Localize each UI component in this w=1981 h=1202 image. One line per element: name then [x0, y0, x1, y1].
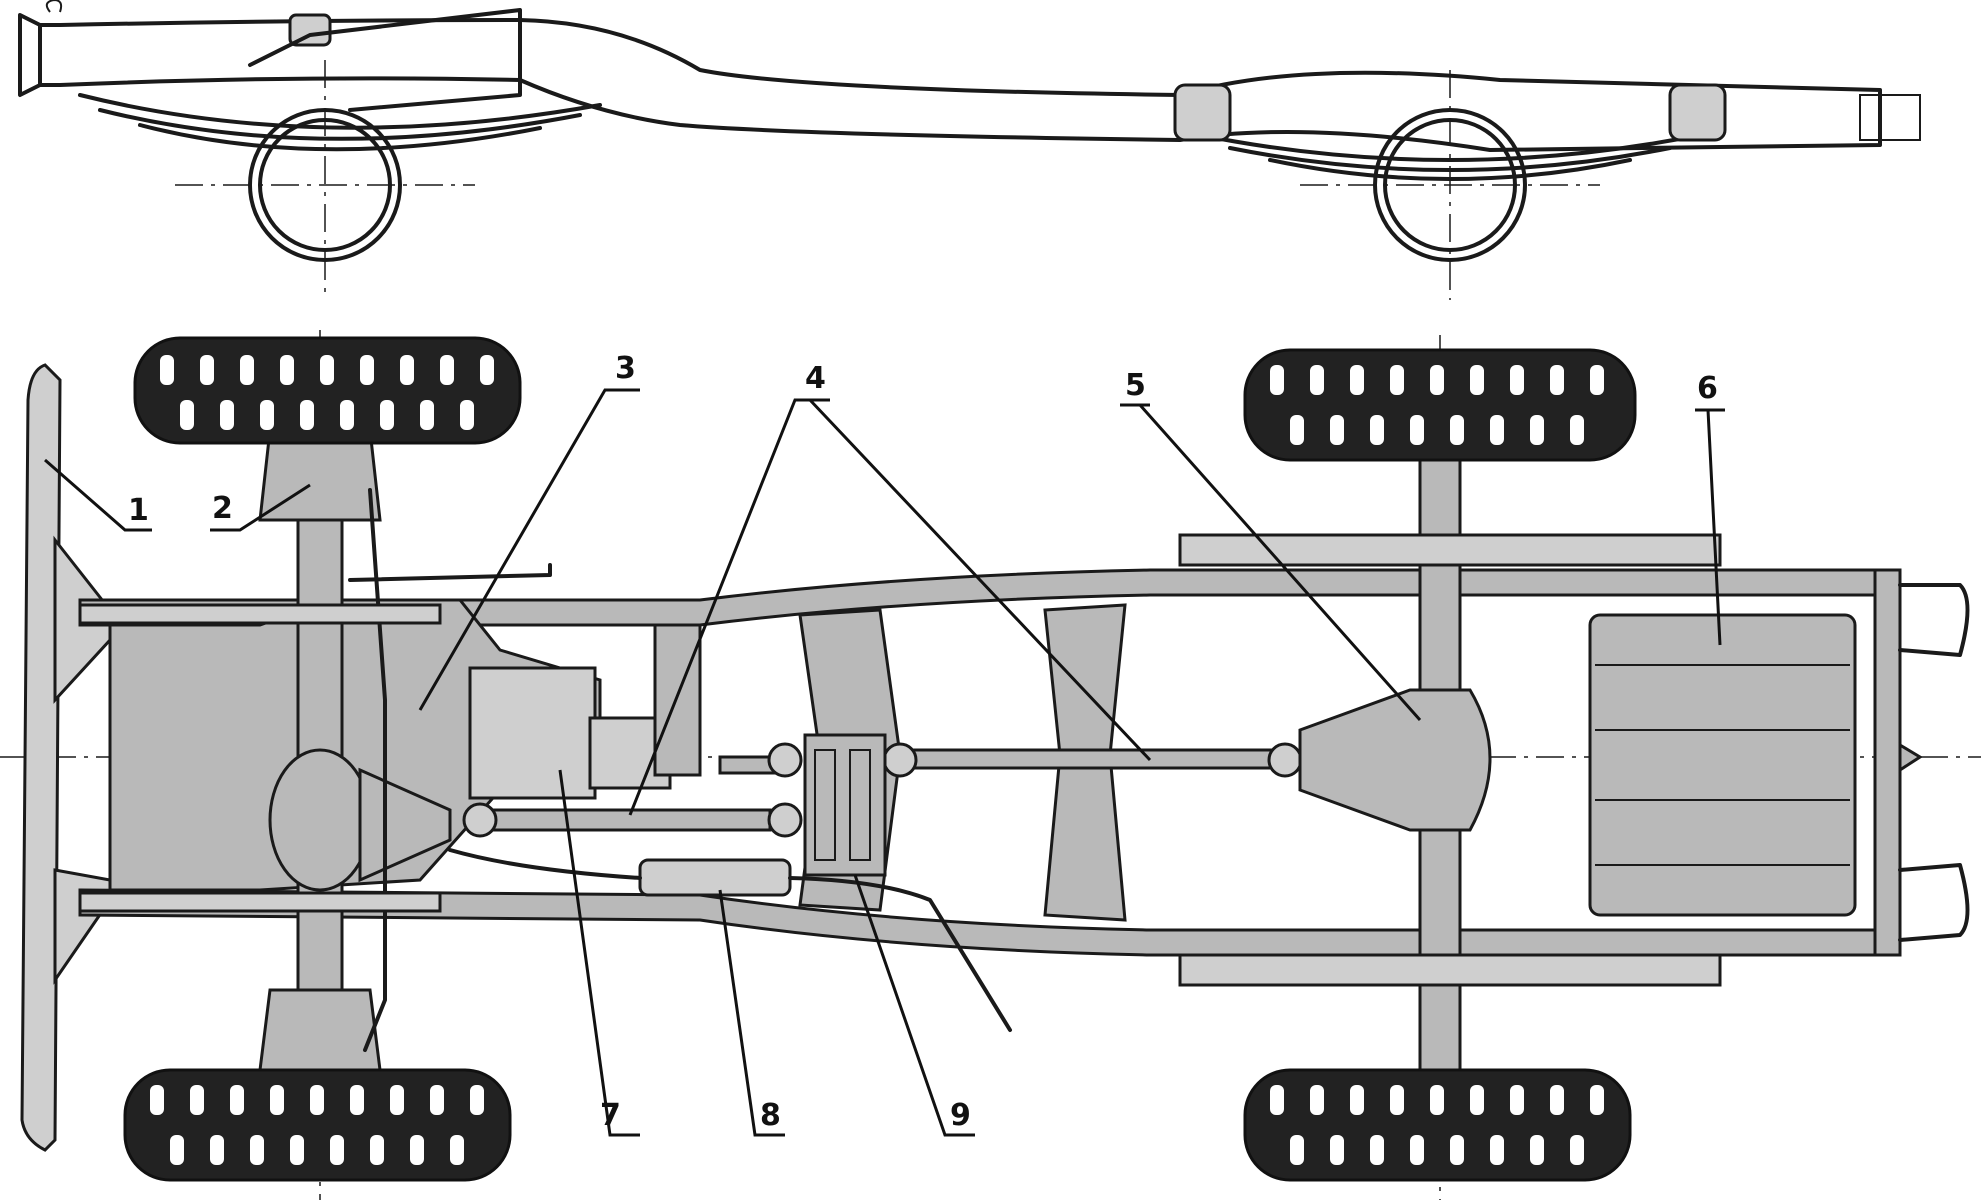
- muffler: [638, 858, 792, 897]
- front-left-tire: [133, 336, 522, 445]
- callout-1-label: 1: [128, 493, 149, 528]
- side-rear-spring-bracket: [1668, 83, 1727, 142]
- rear-propeller-shaft: [898, 748, 1282, 770]
- callout-3-label: 3: [615, 351, 636, 386]
- clutch-housing: [653, 623, 702, 777]
- steering-drag-link: [363, 488, 387, 1052]
- front-propeller-shaft: [478, 808, 772, 832]
- steering-arm: [348, 563, 552, 582]
- callout-2-label: 2: [212, 491, 233, 526]
- rear-tow-hook-left: [1898, 583, 1970, 657]
- callout-2-leader: [210, 483, 311, 532]
- side-front-spring-bracket: [288, 13, 332, 47]
- callout-5-leader: [1120, 403, 1422, 721]
- callout-3-leader: [418, 388, 640, 711]
- front-right-tire: [123, 1068, 512, 1182]
- rear-tow-hook-right: [1898, 863, 1970, 942]
- exhaust-tailpipe: [788, 876, 1012, 1032]
- side-steering-link: [248, 8, 522, 112]
- callout-8-leader: [718, 889, 785, 1137]
- universal-joint: [462, 802, 498, 838]
- front-differential-housing: [358, 767, 452, 883]
- side-rear-box: [1859, 94, 1921, 141]
- rear-differential-housing: [1298, 688, 1492, 832]
- callout-8-label: 8: [760, 1098, 781, 1133]
- callout-9-label: 9: [950, 1098, 971, 1133]
- rear-left-tire: [1243, 348, 1637, 462]
- side-front-spring-leaf: [138, 123, 542, 152]
- side-front-bumper: [18, 13, 42, 97]
- front-spring-left: [78, 603, 442, 625]
- fuel-tank: [1588, 613, 1857, 917]
- callout-9-leader: [853, 874, 975, 1137]
- callouts: 1 2 3 4 5 6 7 8 9: [44, 351, 1725, 1137]
- callout-7-leader: [558, 769, 640, 1137]
- callout-4-label: 4: [805, 361, 826, 396]
- universal-joint: [767, 802, 803, 838]
- front-steering-knuckle: [258, 988, 382, 1072]
- plan-view: [0, 330, 1981, 1200]
- transfer-case-rib: [849, 749, 871, 861]
- front-spring-right: [78, 891, 442, 913]
- callout-4-leader: [628, 398, 1152, 816]
- side-frame-rail: [38, 18, 1882, 152]
- side-hook-icon: [45, 0, 63, 13]
- callout-6-leader: [1695, 408, 1725, 646]
- universal-joint: [1267, 742, 1303, 778]
- bumper-bracket: [53, 868, 112, 985]
- side-rear-spring: [1198, 133, 1702, 162]
- callout-5-label: 5: [1125, 368, 1146, 403]
- callout-1-leader: [44, 458, 152, 532]
- rear-cross-member: [1873, 568, 1902, 957]
- universal-joint: [767, 742, 803, 778]
- gearbox: [468, 666, 597, 800]
- transfer-case: [803, 733, 887, 877]
- front-axle-differential: [268, 748, 372, 892]
- side-front-spring: [78, 93, 602, 130]
- universal-joint: [882, 742, 918, 778]
- front-bumper: [20, 363, 62, 1152]
- transfer-case-rib: [814, 749, 836, 861]
- side-front-spring-leaf: [98, 108, 582, 141]
- callout-7-label: 7: [600, 1098, 621, 1133]
- rear-tip: [1898, 742, 1923, 773]
- callout-6-label: 6: [1697, 371, 1718, 406]
- side-view: [18, 0, 1921, 300]
- side-rear-spring-bracket: [1173, 83, 1232, 142]
- rear-right-tire: [1243, 1068, 1632, 1182]
- exhaust-pipe: [448, 848, 642, 880]
- rear-spring-right: [1178, 953, 1722, 987]
